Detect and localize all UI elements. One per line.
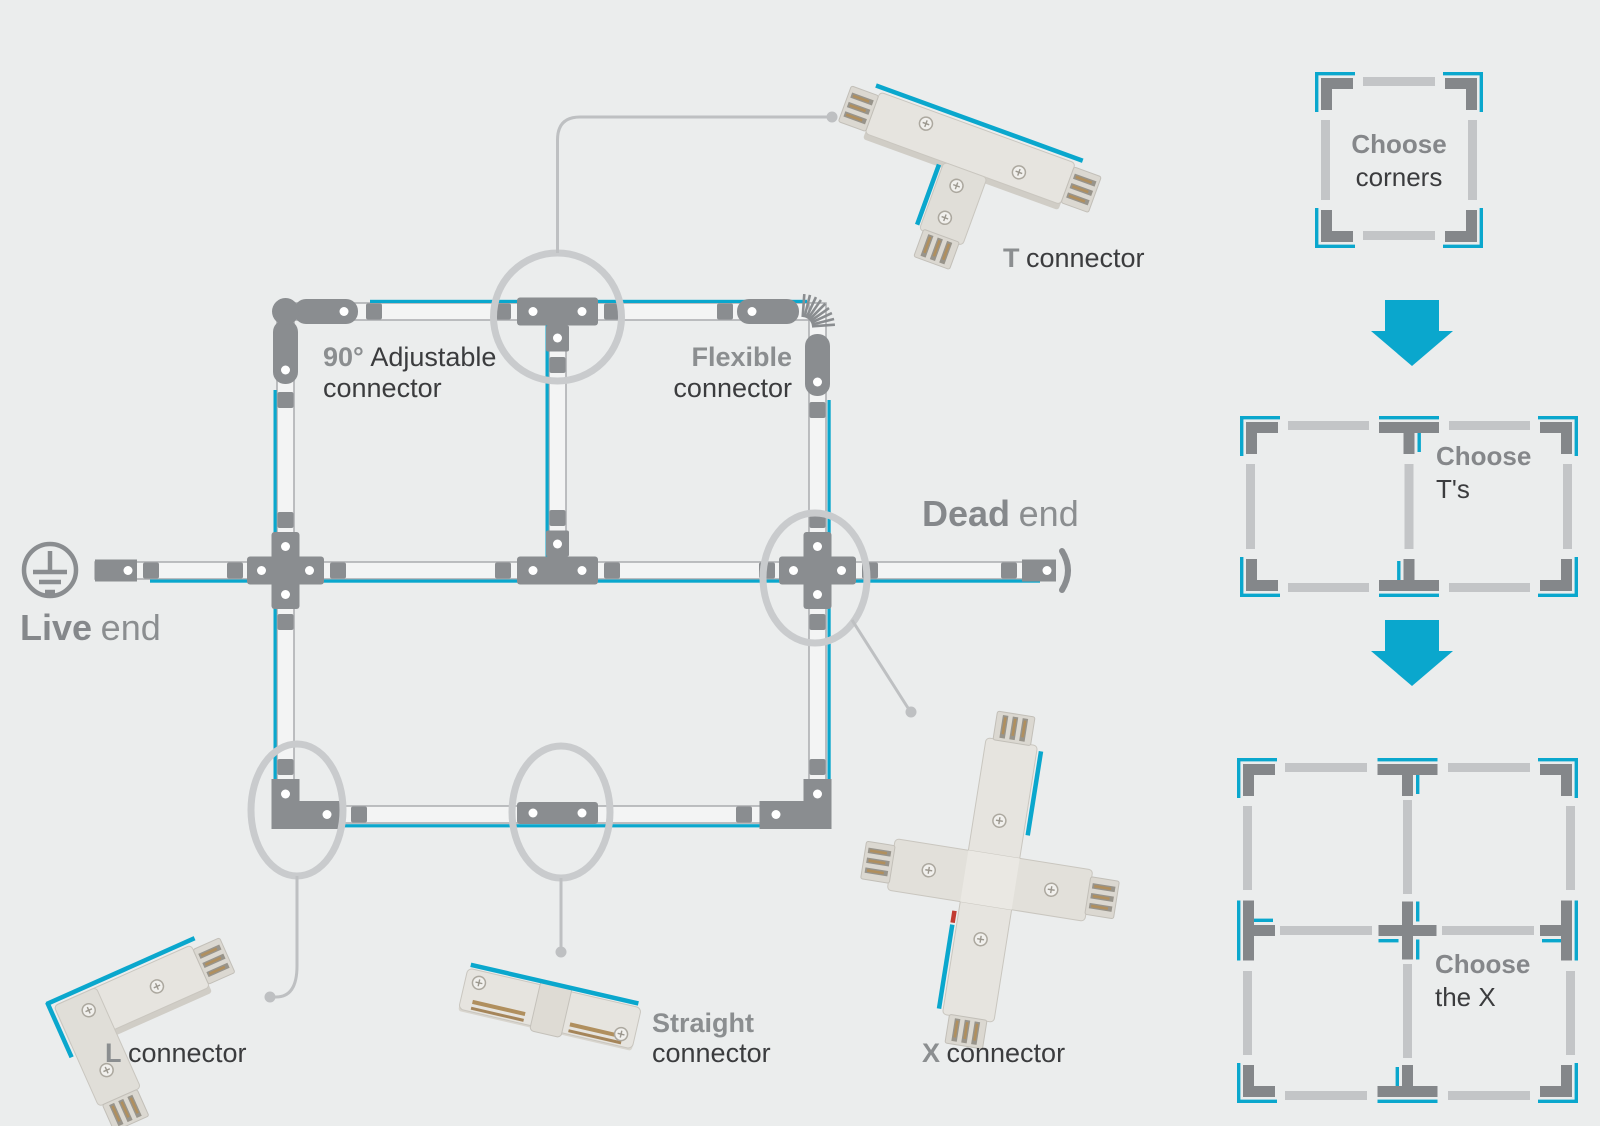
l-junction-left (271, 759, 367, 829)
leader-t (556, 115, 828, 253)
adjustable-connector-label: 90°Adjustable connector (323, 342, 497, 403)
step1-label: Choose corners (1351, 129, 1447, 192)
flexible-corner-junction (717, 293, 836, 418)
flexible-connector-label: Flexible connector (673, 342, 792, 403)
l-connector-photo (45, 936, 236, 1126)
ground-icon (21, 541, 79, 599)
leader-lines (274, 115, 910, 999)
highlight-circle-x (759, 509, 871, 647)
step3-x-diagram (1237, 758, 1578, 1103)
l-junction-right (736, 759, 832, 829)
dead-end-cap (1001, 548, 1071, 593)
x-connector-photo (860, 710, 1120, 1050)
leader-l (274, 876, 299, 999)
step2-label: Choose T's (1436, 441, 1532, 504)
step2-edge-bars (1246, 421, 1572, 592)
step1-edge-bars (1321, 77, 1477, 240)
arrow-down-1 (1371, 300, 1453, 366)
step2-ts-diagram (1240, 416, 1578, 597)
arrow-down-2 (1371, 620, 1453, 686)
leader-dots (264, 111, 917, 1003)
adjustable-corner-junction (272, 298, 382, 408)
flexible-fan (801, 293, 836, 328)
straight-connector-photo (458, 962, 641, 1051)
leader-x (850, 619, 910, 709)
step3-edge-bars (1243, 763, 1575, 1100)
step1-corners-diagram (1315, 72, 1483, 248)
step3-label: Choose the X (1435, 949, 1531, 1012)
t-connector-photo (837, 83, 1102, 270)
straight-connector-label: Straight connector (652, 1008, 771, 1068)
straight-junction (517, 802, 598, 824)
track-layout (21, 293, 1071, 829)
live-end-feed (95, 559, 159, 582)
